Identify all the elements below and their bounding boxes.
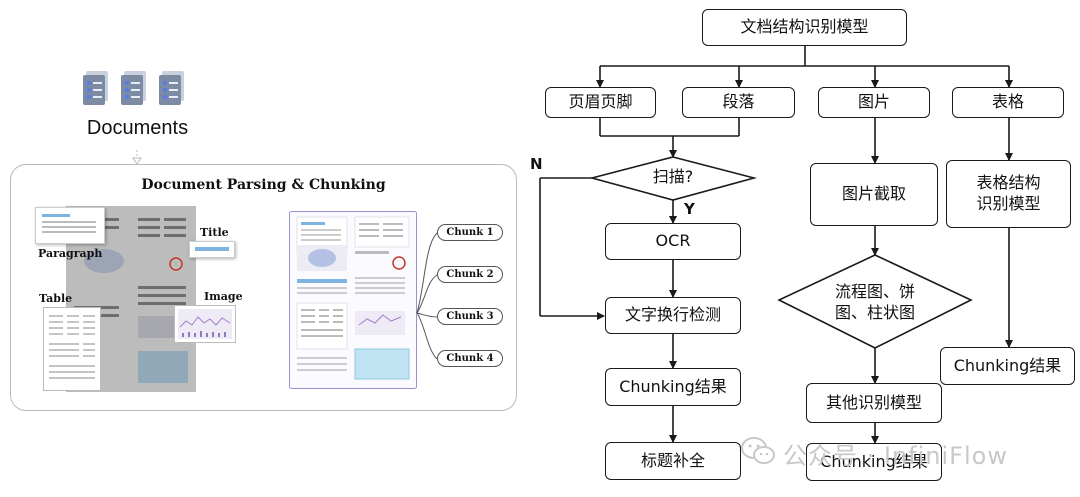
chunk-connectors	[416, 232, 438, 360]
document-icon	[121, 71, 146, 105]
picture-crop-node: 图片截取	[810, 163, 938, 226]
header-footer-node: 页眉页脚	[545, 87, 656, 118]
picture-node: 图片	[818, 87, 930, 118]
paragraph-card	[35, 207, 105, 244]
parsed-page-illustration	[289, 211, 417, 389]
document-icon	[159, 71, 184, 105]
paragraph-node: 段落	[682, 87, 795, 118]
image-card	[174, 305, 236, 343]
root-node: 文档结构识别模型	[702, 9, 907, 46]
chunk-4: Chunk 4	[437, 350, 503, 367]
document-icon	[83, 71, 108, 105]
other-model-node: 其他识别模型	[806, 383, 942, 423]
chart-decision-shape	[777, 254, 973, 349]
ocr-node: OCR	[605, 223, 741, 260]
chunk-2: Chunk 2	[437, 266, 503, 283]
chunk-3: Chunk 3	[437, 308, 503, 325]
chart-decision-line1: 流程图、饼	[834, 282, 915, 301]
title-complete-node: 标题补全	[605, 442, 741, 480]
watermark: 公众号 · InfiniFlow	[783, 442, 1008, 470]
table-node: 表格	[952, 87, 1064, 118]
image-label: Image	[204, 290, 243, 303]
table-label: Table	[39, 292, 73, 305]
no-branch-label: N	[530, 155, 543, 173]
line-break-detect-node: 文字换行检测	[605, 297, 741, 334]
scan-decision-label: 扫描?	[652, 167, 694, 186]
title-card	[189, 241, 235, 258]
table-model-line1: 表格结构	[976, 173, 1041, 193]
chart-decision-label: 流程图、饼 图、柱状图	[815, 282, 935, 324]
yes-branch-label: Y	[684, 200, 695, 218]
panel-title: Document Parsing & Chunking	[141, 177, 386, 193]
paragraph-label: Paragraph	[38, 247, 103, 260]
table-model-line2: 识别模型	[976, 194, 1041, 213]
title-label: Title	[200, 226, 229, 239]
table-card	[43, 307, 101, 391]
chunking-result-right-node: Chunking结果	[940, 347, 1075, 385]
documents-label: Documents	[86, 117, 189, 139]
scan-decision-shape	[588, 156, 758, 201]
chart-decision-line2: 图、柱状图	[834, 302, 915, 322]
down-arrow-icon	[132, 150, 142, 165]
chunking-result-mid-node: Chunking结果	[806, 443, 942, 481]
chunk-1: Chunk 1	[437, 224, 503, 241]
wechat-icon	[741, 437, 775, 464]
table-model-node: 表格结构 识别模型	[946, 160, 1071, 228]
chunking-result-left-node: Chunking结果	[605, 368, 741, 406]
